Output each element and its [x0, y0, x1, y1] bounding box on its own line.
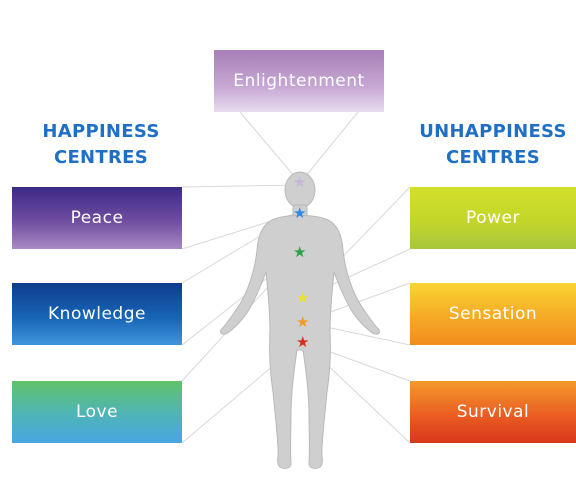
- unhappiness-centres-heading: UNHAPPINESS CENTRES: [398, 119, 576, 171]
- enlightenment-box: Enlightenment: [214, 50, 384, 112]
- peace-label: Peace: [70, 208, 124, 228]
- connector-peace-top: [181, 184, 301, 188]
- enlightenment-label: Enlightenment: [233, 71, 365, 91]
- figure-body: [220, 215, 380, 469]
- human-figure: [220, 171, 380, 469]
- root-star-icon: ★: [296, 333, 310, 351]
- sacral-star-icon: ★: [296, 313, 310, 331]
- unhappiness-heading-line2: CENTRES: [445, 147, 541, 168]
- sensation-label: Sensation: [448, 304, 538, 324]
- peace-box: Peace: [12, 187, 182, 249]
- happiness-centres-heading: HAPPINESS CENTRES: [8, 119, 194, 171]
- love-label: Love: [75, 402, 119, 422]
- knowledge-label: Knowledge: [48, 304, 146, 324]
- crown-star-icon: ★: [293, 173, 307, 191]
- knowledge-box: Knowledge: [12, 283, 182, 345]
- survival-box: Survival: [410, 381, 576, 443]
- unhappiness-heading-line1: UNHAPPINESS: [419, 121, 567, 142]
- sensation-box: Sensation: [410, 283, 576, 345]
- solar-plexus-star-icon: ★: [296, 289, 310, 307]
- power-label: Power: [466, 208, 520, 228]
- happiness-heading-line1: HAPPINESS: [42, 121, 160, 142]
- survival-label: Survival: [456, 402, 530, 422]
- connector-enlightenment-right: [299, 111, 359, 184]
- power-box: Power: [410, 187, 576, 249]
- throat-star-icon: ★: [293, 204, 307, 222]
- heart-star-icon: ★: [293, 243, 307, 261]
- connector-enlightenment-left: [239, 111, 301, 184]
- love-box: Love: [12, 381, 182, 443]
- happiness-heading-line2: CENTRES: [53, 147, 149, 168]
